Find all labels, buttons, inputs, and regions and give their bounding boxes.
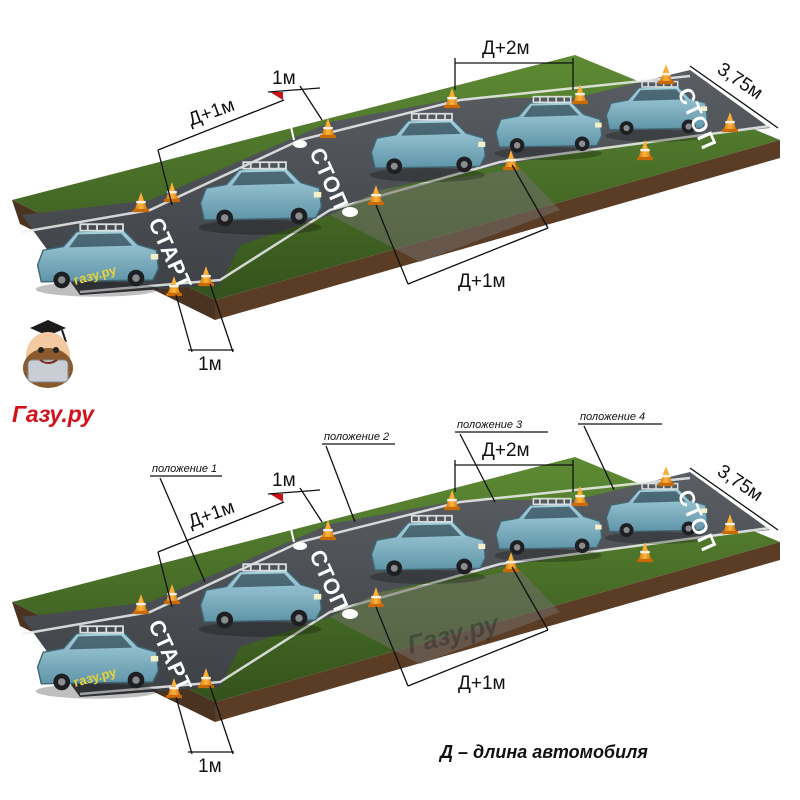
dimension-lines — [157, 58, 779, 353]
position-2-label: положение 2 — [324, 431, 389, 443]
dim-d1-bottom: Д+1м — [458, 271, 506, 292]
position-1-label: положение 1 — [152, 463, 217, 475]
driver-mascot-icon — [23, 320, 73, 388]
dim-1m-top: 1м — [272, 470, 296, 491]
dim-d2: Д+2м — [482, 440, 530, 461]
dim-1m-bottom: 1м — [198, 756, 222, 777]
logo-text: Газу.ру — [12, 401, 95, 427]
diagram-bottom: газу.ру СТАРТ СТОП СТОП Газу.ру — [12, 411, 780, 777]
dim-d1-top: Д+1м — [186, 95, 238, 131]
dim-1m-top: 1м — [272, 68, 296, 89]
stop-flag — [270, 493, 358, 619]
dim-d1-bottom: Д+1м — [458, 673, 506, 694]
position-4-label: положение 4 — [580, 411, 645, 423]
dimension-lines — [150, 423, 779, 755]
stop-flag — [270, 91, 358, 217]
legend-text: Д – длина автомобиля — [438, 742, 648, 762]
logo: Газу.ру — [12, 320, 95, 427]
diagram-top: газу.ру СТАРТ СТОП СТОП — [12, 38, 780, 375]
dim-1m-bottom: 1м — [198, 354, 222, 375]
dim-d1-top: Д+1м — [186, 497, 238, 533]
position-3-label: положение 3 — [457, 419, 523, 431]
dim-d2: Д+2м — [482, 38, 530, 59]
